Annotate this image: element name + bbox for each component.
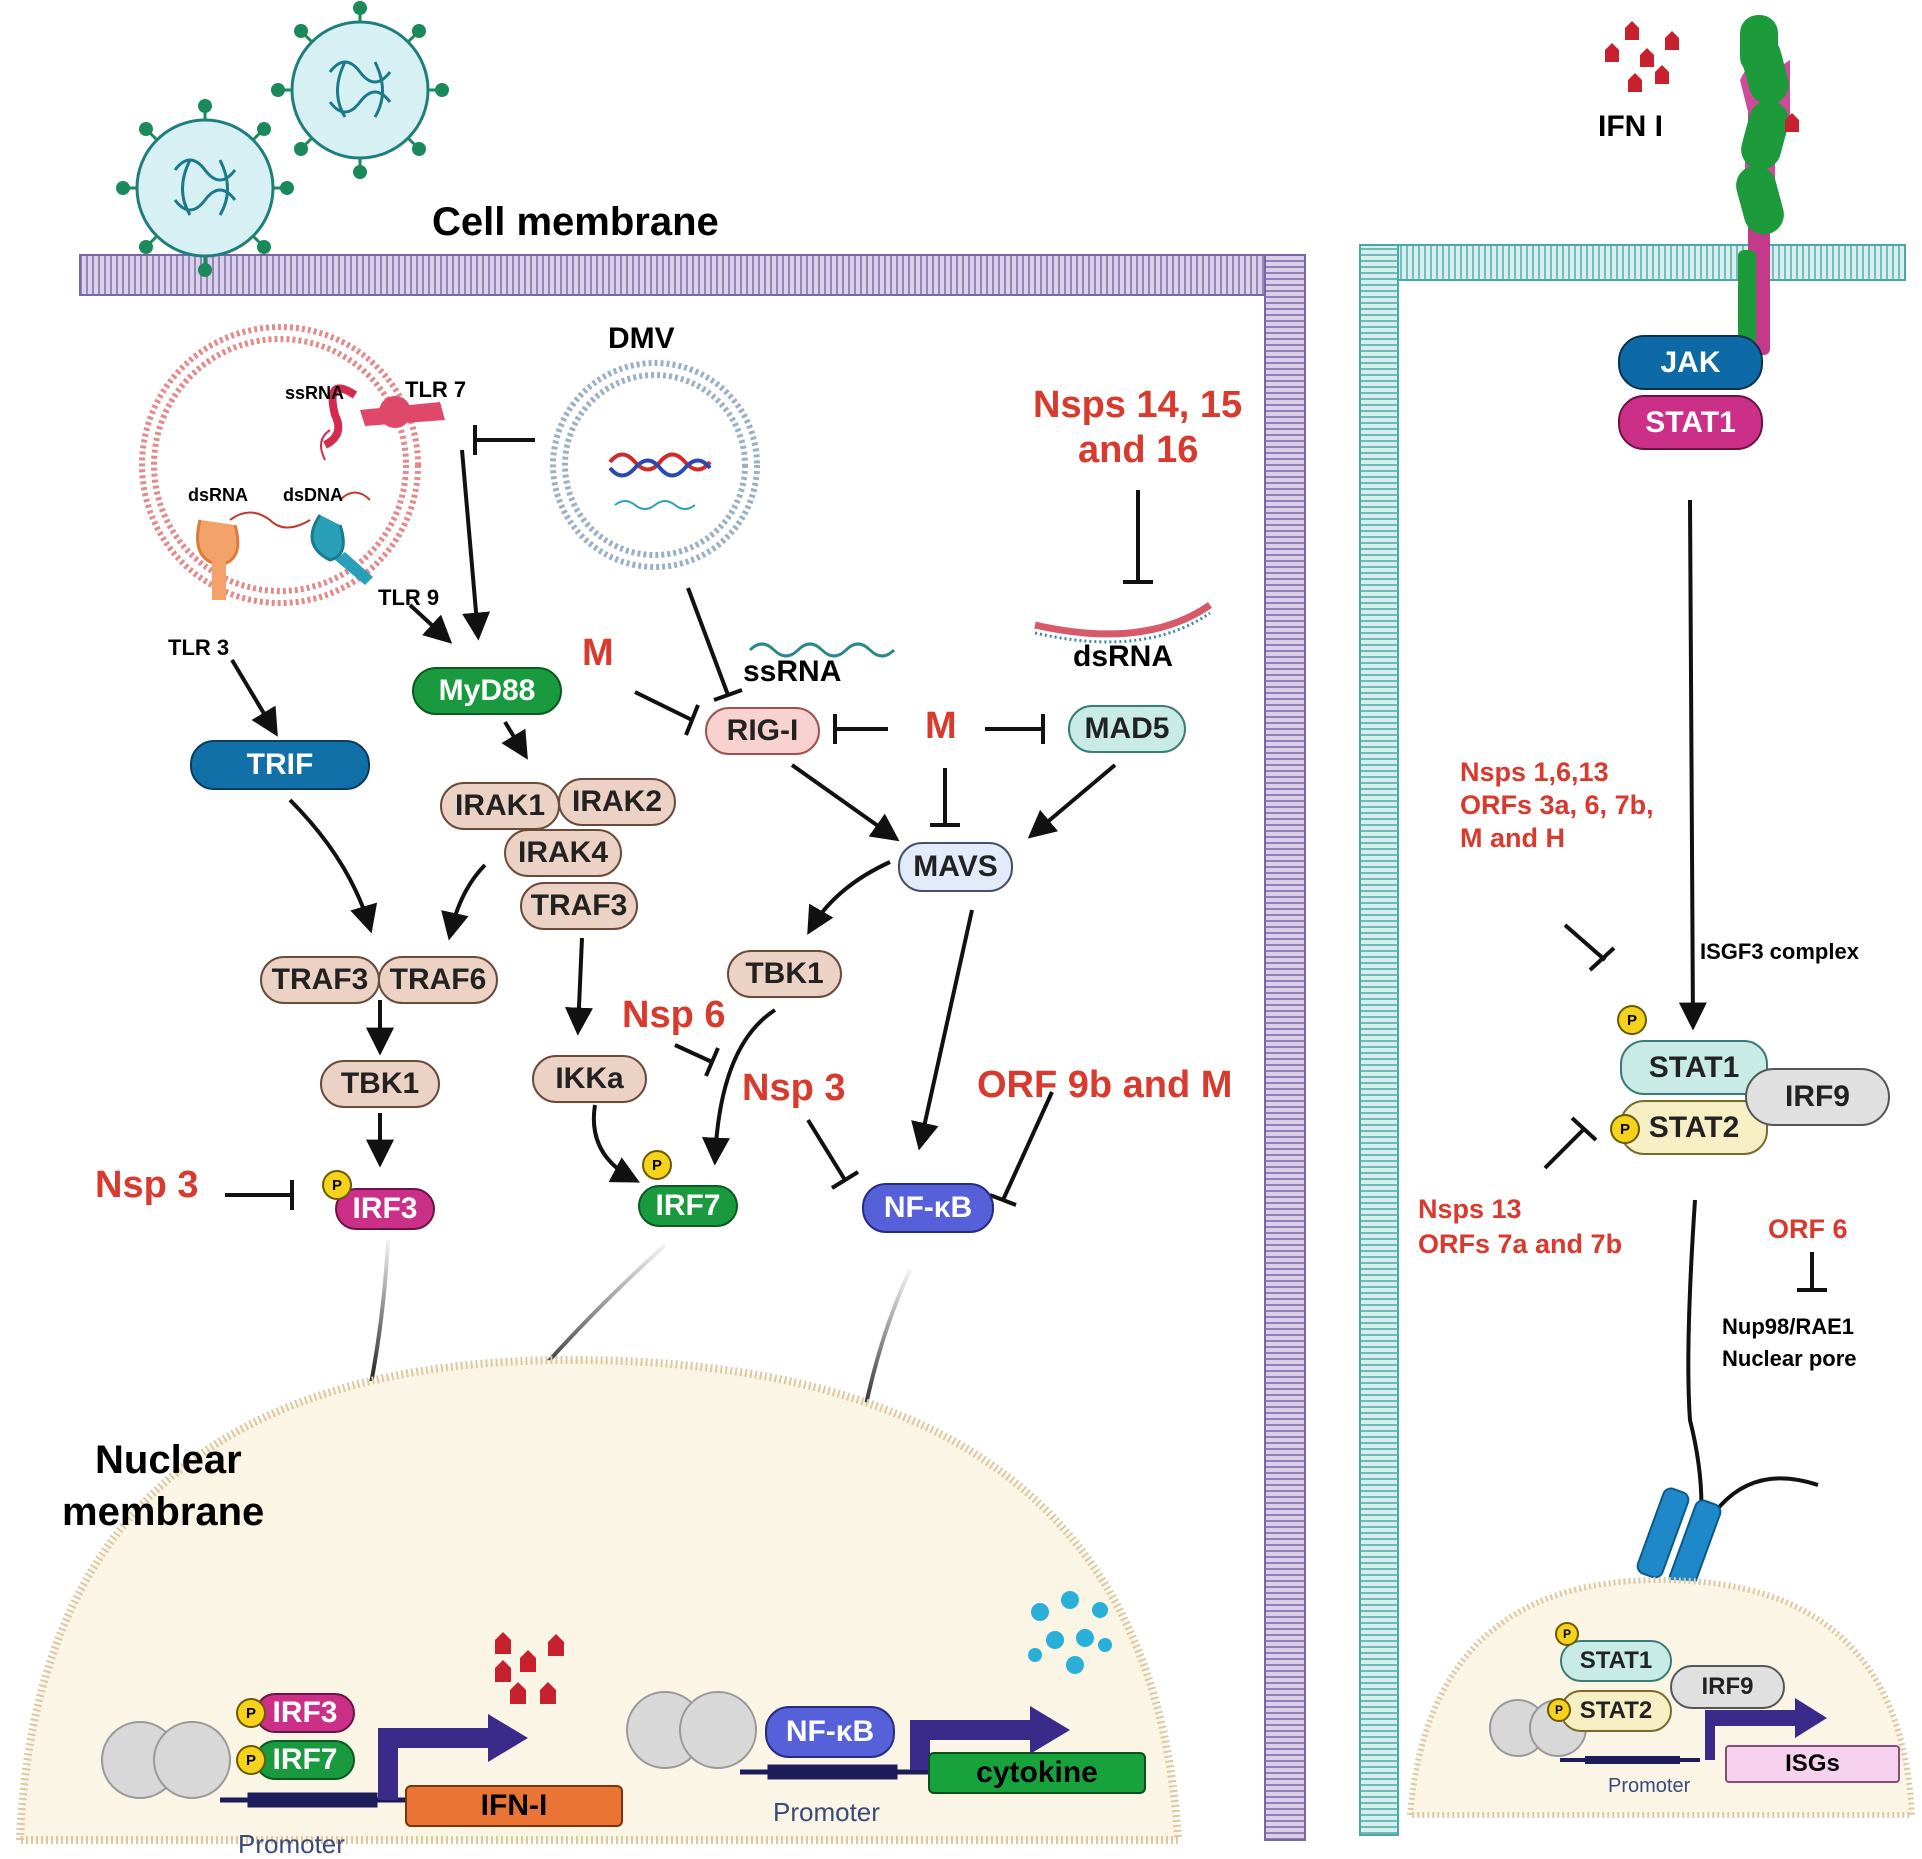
tbk1-left-node: TBK1: [320, 1060, 440, 1108]
stat1-receptor-node: STAT1: [1618, 395, 1763, 450]
dsrna-label: dsRNA: [1073, 640, 1174, 673]
promoter-lines: [220, 1764, 930, 1808]
tlr9-label: TLR 9: [378, 585, 440, 610]
endosome-dsrna-label: dsRNA: [188, 485, 249, 505]
ifn-molecules-left: [495, 1632, 564, 1704]
tlr3-receptor: [196, 511, 311, 600]
dmv-vesicle: [550, 360, 760, 570]
trif-node: TRIF: [190, 740, 370, 790]
nuclear-pore: [1636, 1487, 1722, 1591]
chromatin-mid: [626, 1691, 757, 1769]
rig-i-node: RIG-I: [705, 707, 820, 755]
nuclear-pore-label-line1: Nup98/RAE1: [1722, 1314, 1855, 1339]
traf3-irak-node: TRAF3: [520, 882, 638, 930]
stat2-nuclear-phospho: P: [1547, 1698, 1571, 1722]
promoter-right-label: Promoter: [1608, 1775, 1691, 1797]
mavs-node: MAVS: [898, 842, 1013, 892]
ssrna-strand: [748, 642, 896, 658]
jak-node: JAK: [1618, 335, 1763, 390]
nsps-1-6-13-line2: ORFs 3a, 6, 7b,: [1460, 790, 1654, 820]
nsp6-label: Nsp 6: [622, 994, 726, 1036]
endosome: [139, 324, 421, 606]
nuclear-pore-label-line2: Nuclear pore: [1722, 1346, 1857, 1371]
irak4-node: IRAK4: [504, 829, 622, 877]
chromatin-left: [101, 1721, 231, 1799]
dmv-label: DMV: [608, 322, 675, 355]
irf3-nuclear-phospho: P: [236, 1698, 266, 1728]
irf3-nuclear-node: IRF3: [255, 1693, 355, 1733]
tlr7-receptor: [320, 384, 445, 461]
dsrna-strand: [1034, 602, 1212, 644]
nuclear-membrane-title-line2: membrane: [62, 1490, 265, 1534]
nsps-1-6-13-line3: M and H: [1460, 823, 1565, 853]
m-protein-center: M: [925, 705, 957, 747]
orf9b-m-label: ORF 9b and M: [977, 1064, 1233, 1106]
promoter-right-line: [1560, 1698, 1827, 1764]
irf7-nuclear-node: IRF7: [255, 1740, 355, 1780]
irf3-phospho: P: [322, 1170, 352, 1200]
ifn-i-label: IFN I: [1598, 110, 1663, 143]
cytokine-gene: cytokine: [928, 1752, 1146, 1794]
m-protein-upper: M: [582, 632, 614, 674]
nsps-13-line1: Nsps 13: [1418, 1194, 1522, 1224]
promoter-mid-label: Promoter: [773, 1797, 880, 1827]
isgs-gene: ISGs: [1725, 1745, 1900, 1783]
chromatin-right: [1489, 1699, 1587, 1757]
tlr3-label: TLR 3: [168, 635, 230, 660]
ifn-molecules-top: [1605, 21, 1799, 132]
nsps-14-15-16-line1: Nsps 14, 15: [1033, 384, 1243, 426]
endosome-ssrna-label: ssRNA: [285, 383, 345, 403]
tlr7-label: TLR 7: [405, 377, 467, 402]
irf7-node: IRF7: [638, 1185, 738, 1227]
tlr9-receptor: [310, 491, 373, 585]
irf3-node: IRF3: [335, 1188, 435, 1230]
stat2-nuclear-node: STAT2: [1560, 1690, 1672, 1732]
nfkb-nuclear-node: NF-κB: [765, 1706, 895, 1758]
irf7-nuclear-phospho: P: [236, 1745, 266, 1775]
dsdna-label: dsDNA: [283, 485, 344, 505]
virus-particle-2: [271, 1, 449, 179]
nsp3-center-label: Nsp 3: [742, 1067, 846, 1109]
cell-membrane-left: [79, 254, 1306, 1841]
irak2-node: IRAK2: [558, 778, 676, 826]
nsps-14-15-16-line2: and 16: [1078, 429, 1199, 471]
stat1-nuclear-phospho: P: [1555, 1622, 1579, 1646]
stat1-complex-phospho: P: [1617, 1005, 1647, 1035]
stat2-complex-node: STAT2: [1620, 1100, 1768, 1155]
stat1-complex-node: STAT1: [1620, 1040, 1768, 1095]
ikka-node: IKKa: [532, 1055, 647, 1103]
traf3-node: TRAF3: [260, 956, 380, 1004]
virus-particle-1: [116, 99, 294, 277]
nsps-13-line2: ORFs 7a and 7b: [1418, 1229, 1623, 1259]
mad5-node: MAD5: [1068, 705, 1186, 753]
pathway-arrows: [225, 425, 1153, 1210]
cell-membrane-title: Cell membrane: [432, 200, 719, 244]
isgf3-complex-label: ISGF3 complex: [1700, 939, 1859, 964]
nsps-1-6-13-line1: Nsps 1,6,13: [1460, 757, 1609, 787]
irak1-node: IRAK1: [440, 782, 560, 830]
cell-membrane-right: [1359, 244, 1906, 1836]
irf9-nuclear-node: IRF9: [1670, 1665, 1785, 1709]
irf9-complex-node: IRF9: [1745, 1068, 1890, 1126]
ifn-receptor: [1736, 15, 1790, 360]
orf6-label: ORF 6: [1768, 1214, 1848, 1244]
stat1-nuclear-node: STAT1: [1560, 1640, 1672, 1682]
nfkb-node: NF-κB: [862, 1183, 994, 1233]
promoter-left-label: Promoter: [238, 1829, 345, 1859]
nsp3-left-label: Nsp 3: [95, 1164, 199, 1206]
tbk1-right-node: TBK1: [727, 950, 842, 998]
nuclear-membrane-title-line1: Nuclear: [95, 1438, 242, 1482]
stat2-complex-phospho: P: [1610, 1114, 1640, 1144]
myd88-node: MyD88: [412, 667, 562, 715]
ssrna-label: ssRNA: [743, 655, 842, 688]
ifn-i-gene: IFN-I: [405, 1785, 623, 1827]
traf6-node: TRAF6: [378, 956, 498, 1004]
cytokine-dots: [1028, 1591, 1112, 1674]
irf7-phospho: P: [642, 1150, 672, 1180]
